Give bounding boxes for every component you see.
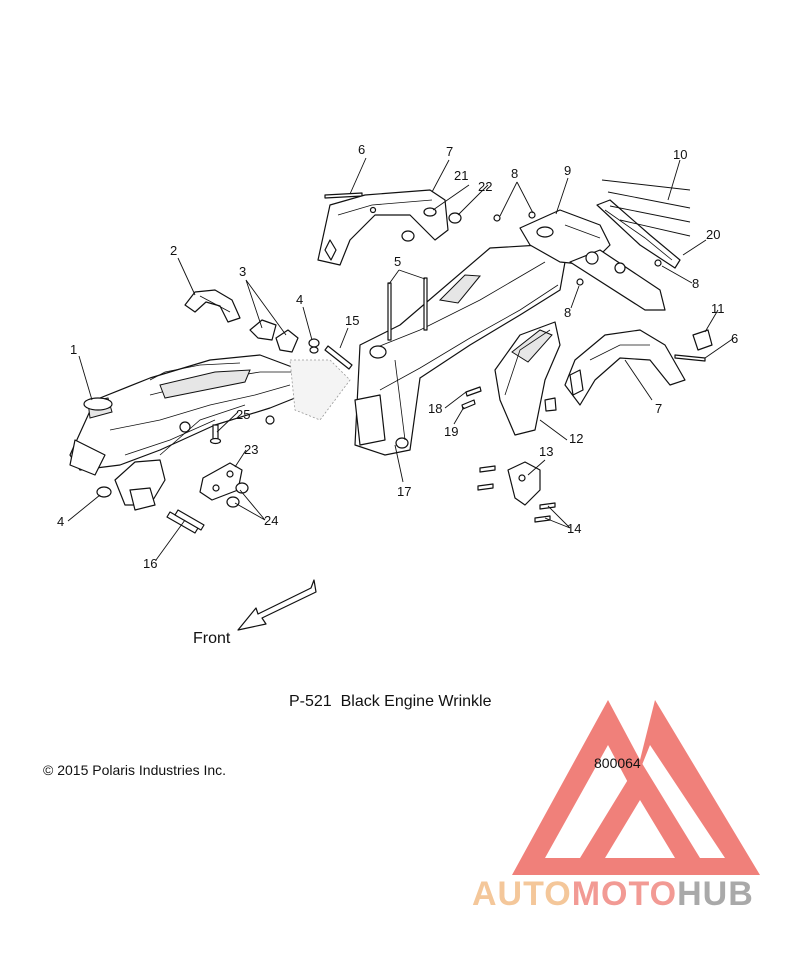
callout-2: 2 (170, 243, 177, 258)
callout-7-lower: 7 (655, 401, 662, 416)
part-caption: P-521 Black Engine Wrinkle (289, 693, 492, 710)
callout-24: 24 (264, 513, 278, 528)
plate-part-23 (199, 462, 243, 501)
rod-part-10 (601, 179, 691, 237)
bolt-part-14 (477, 465, 556, 523)
callout-10: 10 (673, 147, 687, 162)
center-frame-part-17 (354, 244, 566, 456)
panel-part-12 (494, 321, 561, 436)
callout-labels: 1 2 3 4 4 5 6 6 7 7 8 8 8 9 10 11 12 13 … (57, 142, 738, 571)
bracket-part-7-upper (317, 189, 449, 266)
bolt-part-25 (209, 424, 222, 445)
callout-9: 9 (564, 163, 571, 178)
callout-25: 25 (236, 407, 250, 422)
callout-17: 17 (397, 484, 411, 499)
clips-part-3 (249, 319, 299, 353)
diagram-number: 800064 (594, 755, 641, 771)
bracket-part-13 (507, 461, 541, 506)
bracket-part-7-lower (564, 329, 686, 406)
nut-part-22 (448, 212, 462, 224)
rail-part-20 (596, 199, 681, 269)
callout-8-b: 8 (692, 276, 699, 291)
callout-1: 1 (70, 342, 77, 357)
callout-8-a: 8 (511, 166, 518, 181)
callout-5: 5 (394, 254, 401, 269)
callout-19: 19 (444, 424, 458, 439)
front-frame-part-1 (69, 354, 351, 511)
callout-22: 22 (478, 179, 492, 194)
front-arrow-icon (237, 579, 317, 631)
callout-16: 16 (143, 556, 157, 571)
callout-13: 13 (539, 444, 553, 459)
callout-14: 14 (567, 521, 581, 536)
clip-part-11 (692, 329, 713, 351)
rear-frame-part-9 (519, 209, 666, 311)
watermark-hub: HUB (677, 875, 754, 913)
watermark-moto: MOTO (572, 875, 677, 913)
callout-15: 15 (345, 313, 359, 328)
callout-3: 3 (239, 264, 246, 279)
callout-12: 12 (569, 431, 583, 446)
nut-part-4 (308, 338, 320, 354)
watermark-brand-text: AUTOMOTOHUB (472, 875, 754, 913)
callout-7-upper: 7 (446, 144, 453, 159)
front-label: Front (193, 630, 231, 647)
bolt-part-6-lower (674, 354, 706, 362)
bolt-part-19 (461, 399, 476, 410)
automotohub-logo-icon (512, 700, 760, 875)
callout-4-lower: 4 (57, 514, 64, 529)
callout-20: 20 (706, 227, 720, 242)
callout-11: 11 (711, 301, 725, 316)
watermark-auto: AUTO (472, 875, 572, 913)
pin-part-15 (324, 345, 353, 370)
callout-18: 18 (428, 401, 442, 416)
callout-4-upper: 4 (296, 292, 303, 307)
leader-lines (67, 157, 735, 561)
bolt-part-8 (493, 211, 662, 286)
callout-6-upper: 6 (358, 142, 365, 157)
callout-8-c: 8 (564, 305, 571, 320)
copyright-text: © 2015 Polaris Industries Inc. (43, 762, 226, 778)
callout-21: 21 (454, 168, 468, 183)
bushing-part-24 (226, 482, 249, 508)
callout-6-lower: 6 (731, 331, 738, 346)
callout-23: 23 (244, 442, 258, 457)
clamp-part-2 (184, 289, 241, 323)
pin-part-16 (166, 509, 205, 534)
bolt-part-18 (465, 386, 482, 397)
